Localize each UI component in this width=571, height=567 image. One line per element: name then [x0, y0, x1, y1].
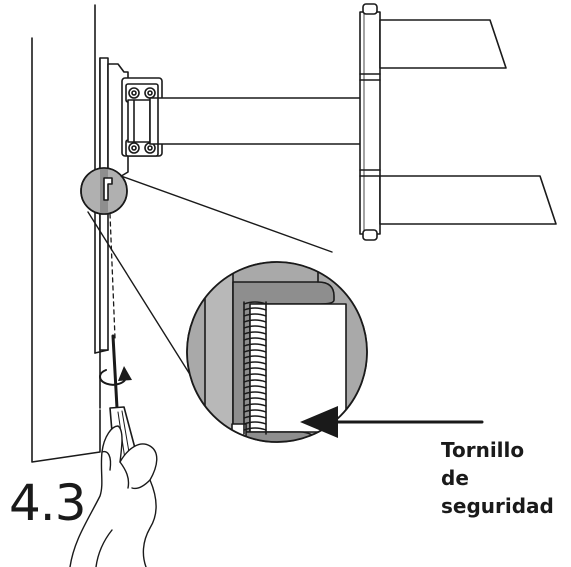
- callout-label: Tornillo de seguridad: [441, 436, 554, 520]
- tv-panel: [31, 4, 109, 463]
- arm-segments: [379, 19, 557, 225]
- callout-line-1: Tornillo: [441, 438, 525, 462]
- magnifier-lines: [87, 175, 333, 401]
- articulating-arm: [149, 97, 376, 145]
- callout-arrow: [300, 406, 484, 438]
- screwdriver-guide-line: [109, 213, 116, 339]
- rotate-clockwise-icon: [99, 366, 132, 386]
- hinge-column: [359, 3, 381, 241]
- hand-illustration: [69, 425, 158, 567]
- security-screw-thread: [243, 301, 267, 435]
- detail-zoom-circle: [186, 261, 368, 443]
- callout-line-2: de: [441, 466, 469, 490]
- callout-line-3: seguridad: [441, 494, 554, 518]
- step-number: 4.3: [9, 474, 87, 532]
- detail-source-circle: [80, 167, 128, 215]
